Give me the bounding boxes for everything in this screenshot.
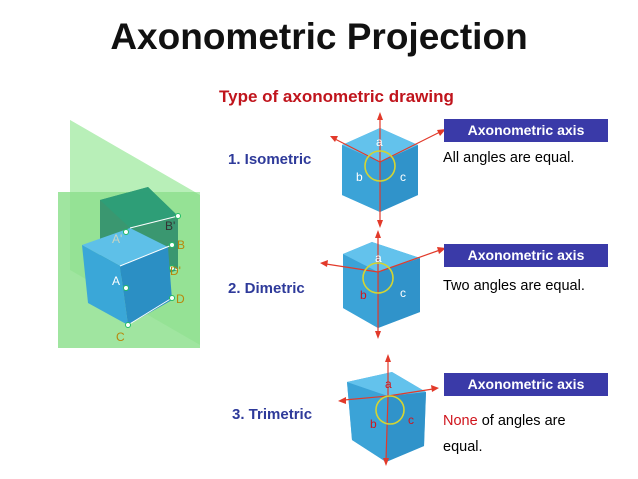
label-d-prime: D' bbox=[170, 264, 181, 278]
trimetric-highlight: None bbox=[443, 413, 478, 429]
tri-label-a: a bbox=[385, 377, 392, 391]
label-b-prime: B' bbox=[165, 219, 175, 233]
dim-label-b: b bbox=[360, 288, 367, 302]
label-a: A bbox=[112, 274, 120, 288]
page-title: Axonometric Projection bbox=[110, 16, 528, 57]
trimetric-description-rest: of angles are bbox=[477, 413, 566, 429]
isometric-label: 1. Isometric bbox=[228, 151, 312, 168]
dim-label-c: c bbox=[400, 286, 406, 300]
label-b: B bbox=[177, 238, 185, 252]
label-a-prime: A' bbox=[112, 232, 122, 246]
isometric-cube: a b c bbox=[330, 112, 446, 228]
plane-top-band bbox=[70, 120, 200, 195]
iso-label-c: c bbox=[400, 170, 406, 184]
axis-box-trimetric: Axonometric axis bbox=[444, 373, 608, 396]
trimetric-label: 3. Trimetric bbox=[232, 406, 313, 423]
axis-box-isometric: Axonometric axis bbox=[444, 119, 608, 142]
front-cube-top bbox=[82, 228, 168, 266]
dimetric-cube: a b c bbox=[320, 230, 446, 339]
dimetric-label: 2. Dimetric bbox=[228, 280, 305, 297]
tri-label-c: c bbox=[408, 413, 414, 427]
trimetric-description-line2: equal. bbox=[443, 439, 483, 455]
trimetric-cube: a b c bbox=[338, 354, 439, 466]
label-d: D bbox=[176, 292, 185, 306]
axis-box-dimetric: Axonometric axis bbox=[444, 244, 608, 267]
trimetric-description: None of angles are equal. bbox=[443, 408, 566, 460]
iso-label-b: b bbox=[356, 170, 363, 184]
isometric-description: All angles are equal. bbox=[443, 150, 575, 166]
dimetric-description: Two angles are equal. bbox=[443, 278, 585, 294]
front-cube-left bbox=[82, 245, 128, 325]
subtitle: Type of axonometric drawing bbox=[219, 87, 454, 106]
label-c: C bbox=[116, 330, 125, 344]
tri-label-b: b bbox=[370, 417, 377, 431]
dim-label-a: a bbox=[375, 251, 382, 265]
iso-label-a: a bbox=[376, 135, 383, 149]
